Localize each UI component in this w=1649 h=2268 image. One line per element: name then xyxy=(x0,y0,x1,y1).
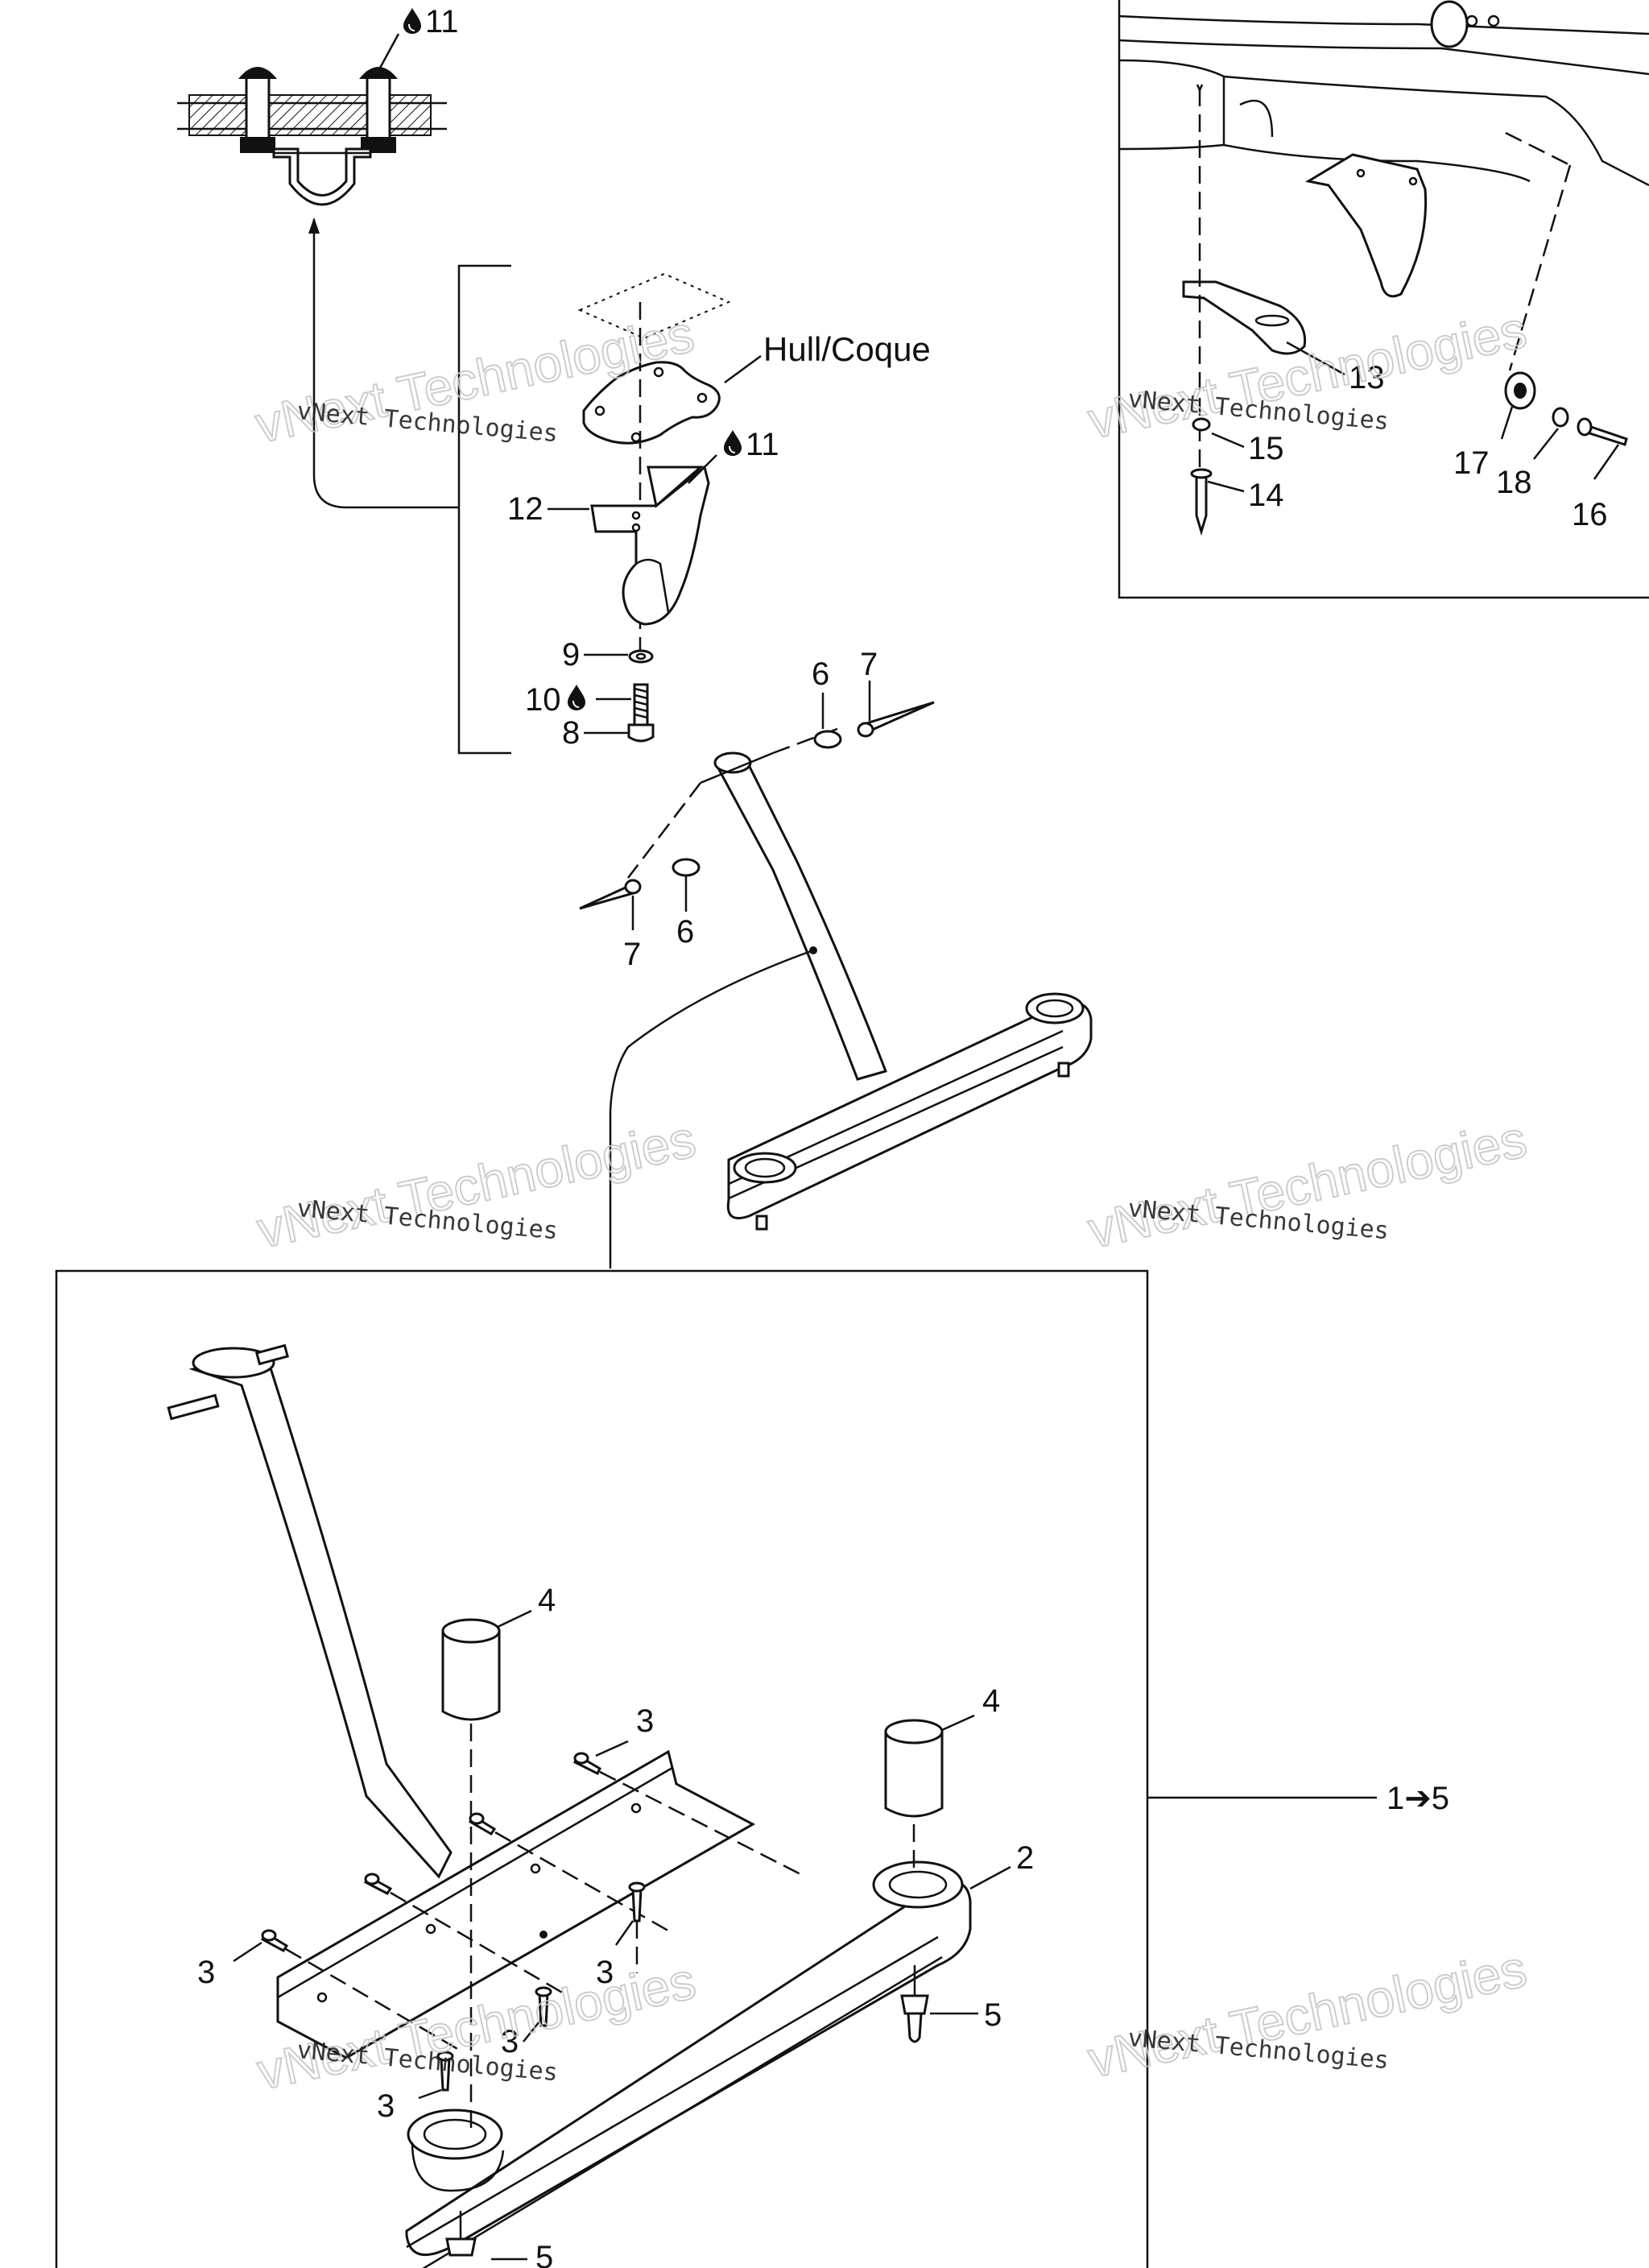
assembly-callout: 1➔5 xyxy=(1147,1781,1449,1816)
screws-3: 3 3 3 3 xyxy=(197,1703,806,2124)
callout-3b: 3 xyxy=(197,1955,215,1990)
callout-10: 10 xyxy=(525,682,561,718)
foot-5-right: 5 xyxy=(900,1965,1002,2043)
pins-and-washers: 6 7 6 7 xyxy=(579,647,935,972)
sealant-callout-top: 11 xyxy=(377,4,459,72)
callout-3e: 3 xyxy=(377,2088,395,2124)
callout-5-right: 5 xyxy=(984,1997,1002,2033)
callout-4-right: 4 xyxy=(982,1683,1000,1719)
detail-link-line xyxy=(609,949,814,1269)
callout-8: 8 xyxy=(562,715,580,751)
callout-14: 14 xyxy=(1248,478,1284,513)
detail-box xyxy=(55,1269,1149,2268)
callout-13: 13 xyxy=(1349,360,1385,395)
callout-11: 11 xyxy=(746,427,779,462)
callout-18: 18 xyxy=(1496,465,1532,500)
callout-3c: 3 xyxy=(596,1955,614,1990)
callout-5-left: 5 xyxy=(535,2240,553,2268)
hull-plate-group: Hull/Coque xyxy=(577,272,931,445)
callout-12: 12 xyxy=(507,491,543,527)
foot-5-left: 5 xyxy=(445,2211,553,2268)
step-lower xyxy=(167,1343,972,2268)
washer-9: 9 xyxy=(562,637,654,673)
callout-6-bottom: 6 xyxy=(676,914,694,950)
sealant-drop-icon xyxy=(567,684,586,711)
inset-rear-view: 13 15 14 17 18 16 xyxy=(1118,0,1649,599)
callout-assembly: 1➔5 xyxy=(1387,1781,1449,1816)
callout-3d: 3 xyxy=(501,2024,519,2059)
callout-7-bottom: 7 xyxy=(623,937,641,972)
bumper-bracket-12: 12 11 xyxy=(507,427,779,626)
hull-label: Hull/Coque xyxy=(763,330,931,368)
arrow-icon xyxy=(308,217,320,234)
sealant-drop-icon xyxy=(723,429,742,457)
callout-3a: 3 xyxy=(636,1703,654,1739)
detail-arrow xyxy=(308,217,459,509)
callout-6-top: 6 xyxy=(812,656,829,692)
step-upper xyxy=(627,727,1093,1231)
bar-2: 2 xyxy=(969,1840,1034,1890)
hull-section-detail xyxy=(177,67,447,206)
callout-17: 17 xyxy=(1453,445,1490,481)
group-brace xyxy=(457,264,511,755)
callout-2: 2 xyxy=(1016,1840,1034,1876)
watermarks: vNext Technologies vNext Technologies vN… xyxy=(250,300,1532,2102)
cap-4-right: 4 xyxy=(884,1683,1000,1869)
callout-15: 15 xyxy=(1248,431,1284,466)
sealant-drop-icon xyxy=(403,7,422,35)
callout-11-top: 11 xyxy=(425,4,459,39)
cap-4-left: 4 xyxy=(441,1583,556,2134)
callout-9: 9 xyxy=(562,637,580,673)
callout-4-left: 4 xyxy=(538,1583,556,1618)
callout-7-top: 7 xyxy=(860,647,878,682)
bolt-8-10: 10 8 xyxy=(525,682,655,751)
callout-16: 16 xyxy=(1572,497,1608,532)
